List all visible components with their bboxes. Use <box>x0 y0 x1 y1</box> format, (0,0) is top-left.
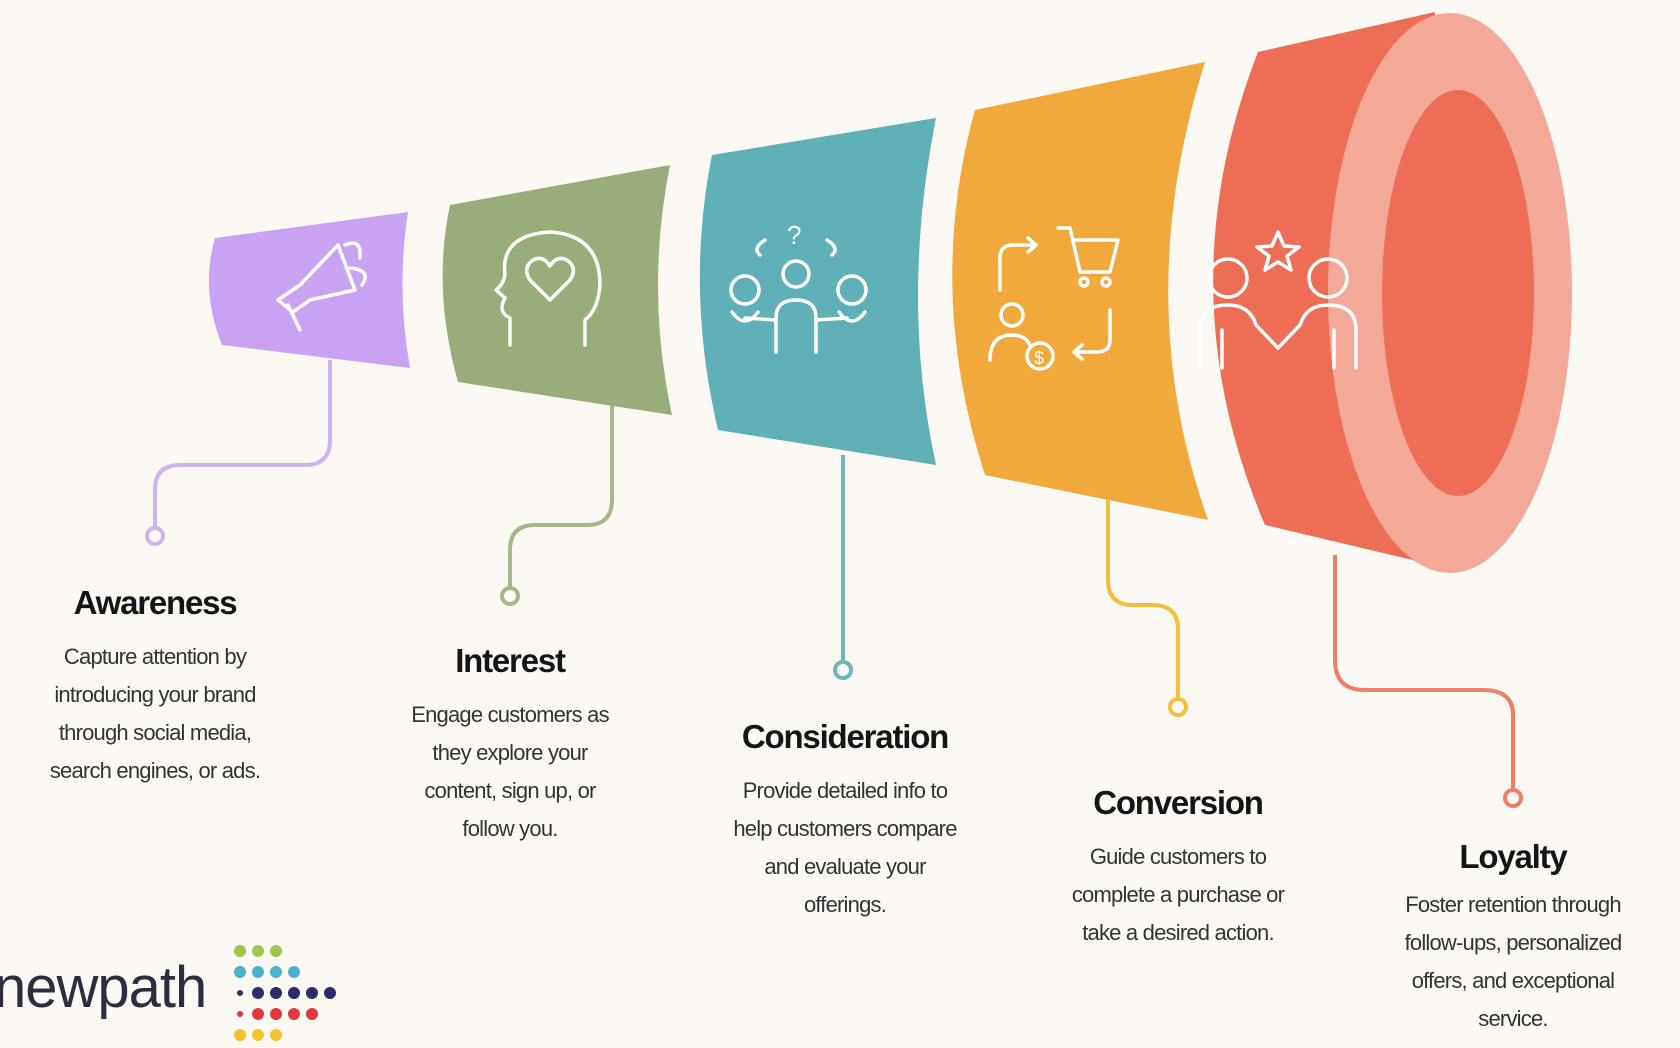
conversion-dot <box>1168 697 1188 717</box>
conversion-connector <box>1106 500 1180 698</box>
loyalty-opening <box>1382 90 1534 496</box>
awareness-title: Awareness <box>73 584 238 621</box>
interest-dot <box>500 586 520 606</box>
interest-connector <box>508 405 614 588</box>
head-heart-icon <box>494 230 602 347</box>
handshake-star-icon <box>1198 230 1358 370</box>
megaphone-icon <box>276 241 367 332</box>
logo-text: newpath <box>0 955 207 1020</box>
conversion-segment <box>952 62 1208 520</box>
newpath-logo-dots <box>234 945 336 1041</box>
interest-segment <box>442 165 672 415</box>
cart-cycle-icon: $ <box>988 226 1120 371</box>
loyalty-connector <box>1333 555 1515 790</box>
consideration-title: Consideration <box>741 718 949 755</box>
consideration-dot <box>833 660 853 680</box>
loyalty-dot <box>1503 788 1523 808</box>
svg-text:?: ? <box>787 220 801 250</box>
person-choices-icon: ? <box>729 220 868 354</box>
consideration-segment <box>699 118 936 465</box>
conversion-title: Conversion <box>1093 784 1264 821</box>
loyalty-title: Loyalty <box>1459 838 1567 875</box>
interest-title: Interest <box>455 642 566 679</box>
awareness-segment <box>208 212 410 368</box>
awareness-dot <box>145 526 165 546</box>
svg-text:$: $ <box>1034 348 1044 368</box>
awareness-connector <box>153 360 332 528</box>
